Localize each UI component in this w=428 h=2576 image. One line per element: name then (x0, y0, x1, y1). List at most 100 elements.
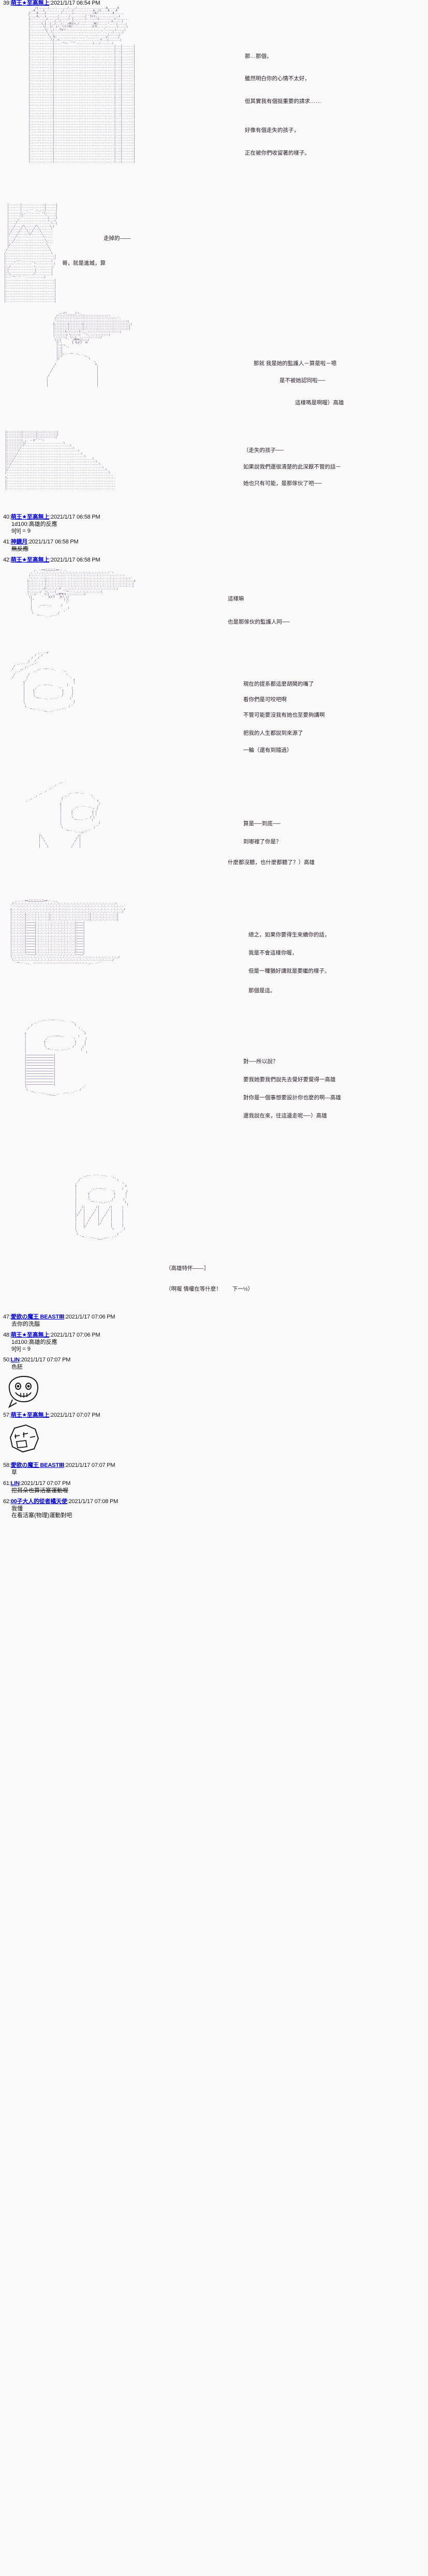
post-date: 2021/1/17 06:58 PM (51, 514, 100, 520)
dialogue-line: 那…那個， (245, 53, 272, 60)
dialogue-text: 到哪裡了你是？ (243, 839, 282, 845)
post-header: 40:萌王★至高無上:2021/1/17 06:58 PM (3, 514, 428, 521)
post-date: 2021/1/17 07:07 PM (51, 1412, 100, 1418)
post-date: 2021/1/17 07:06 PM (65, 1314, 115, 1320)
dialogue-line: 看你們是可咬吧啊 (243, 696, 287, 703)
dialogue-line: （走失的孩子── (243, 447, 284, 454)
dialogue-text: 不管可能要沒我有她也至要夠講啊 (243, 712, 325, 718)
aa-row-10: _,.. -‐‐- ..,_ ,.'´ `ヽ、 / \ ,' ヽ i i | ,… (0, 1174, 428, 1314)
ascii-art: _,.. -‐==ニ二二二二ニ==‐- ..,_ /.:.:.:.:.:.:.:… (10, 900, 125, 965)
sep: : (64, 1314, 66, 1320)
ascii-art: _,.. -‐─‐- ..,_ ,.'´ `ヽ、 / \ / ヽ ' ' (24, 1019, 88, 1097)
dialogue-text: 是不被她認同啦── (279, 377, 326, 384)
dialogue-text: 要我她要我們說先去覺好要覺得一高雄 (243, 1077, 336, 1083)
post-date: 2021/1/17 07:07 PM (21, 1357, 71, 1363)
sep: : (9, 1462, 11, 1468)
post-text: 挖耳朵也算活塞運動喔 (11, 1488, 68, 1494)
dialogue-line: 對──所以說？ (243, 1058, 278, 1065)
ascii-art: ,.ィ(_____)ヽ、_ /:::::::::::::::::::::::::… (47, 312, 132, 388)
dialogue-line: 走掉的—— (104, 235, 131, 242)
post-text: 無反應 (11, 546, 28, 552)
sep: : (49, 1412, 51, 1418)
post-author[interactable]: LIN (10, 1357, 20, 1363)
sep: : (9, 539, 11, 545)
dialogue-line: 如果說我們還很清楚的此深厭不管的話－ (243, 463, 341, 471)
post-number: 58 (3, 1462, 9, 1468)
sep: : (49, 557, 51, 563)
post-date: 2021/1/17 06:58 PM (51, 557, 100, 563)
dialogue-text: 但其實我有個挺重要的請求…… (245, 98, 321, 104)
aa-row-8: _,.. -‐==ニ二二二二ニ==‐- ..,_ /.:.:.:.:.:.:.:… (0, 900, 428, 1019)
ascii-art: |.......|..............|......| |.......… (4, 203, 58, 304)
post-author[interactable]: 萌王★至高無上 (10, 1332, 50, 1338)
post-date: 2021/1/17 07:08 PM (68, 1498, 119, 1505)
dialogue-text: 一輪（還有到隨過） (243, 747, 292, 753)
sep: : (49, 0, 51, 6)
dice-roll-label: 1d100:高雄的反應 (11, 1339, 57, 1345)
dialogue-text: （高雄特怀——］ (166, 1265, 209, 1271)
post-author[interactable]: LIN (10, 1480, 20, 1487)
post-47: 47:愛欲の魔王 BEASTⅢ:2021/1/17 07:06 PM 去你的洗腦 (0, 1314, 428, 1328)
dialogue-line: 要我她要我們說先去覺好要覺得一高雄 (243, 1076, 336, 1083)
post-50: 50:LIN:2021/1/17 07:07 PM 色胚 (0, 1357, 428, 1371)
post-58: 58:愛欲の魔王 BEASTⅢ:2021/1/17 07:07 PM 草 (0, 1462, 428, 1476)
dialogue-text: 走掉的—— (104, 235, 131, 241)
post-header: 50:LIN:2021/1/17 07:07 PM (3, 1357, 428, 1363)
post-header: 41:神鏡月:2021/1/17 06:58 PM (3, 539, 428, 545)
dialogue-line: （高雄特怀——］ (166, 1265, 209, 1272)
dialogue-text: 現在的提系都這麼胡鬧的嘴了 (243, 681, 314, 687)
post-header: 47:愛欲の魔王 BEASTⅢ:2021/1/17 07:06 PM (3, 1314, 428, 1321)
ascii-art: ,. -‐==ニ二二ニ==‐- ., , ´.:.:.:.:.:.:.:.:.:… (27, 569, 136, 618)
post-author[interactable]: 萌王★至高無上 (10, 557, 50, 563)
dialogue-text: 哥，就是進城，算 (62, 260, 106, 266)
ascii-art: ,. -‐ァ / / / / / / ,. -‐ '´ ,.-'´ / ,.-'… (10, 651, 75, 714)
post-57: 57:萌王★至高無上:2021/1/17 07:07 PM (0, 1412, 428, 1419)
dialogue-text: 我是不會這樣你喔， (248, 950, 298, 956)
dialogue-line: 她也只有可能，是那傢伙了吧── (243, 480, 321, 487)
dialogue-text: 好像有個走失的孩子， (245, 127, 299, 133)
dialogue-line: 算是──到底── (243, 820, 281, 827)
sep: : (9, 514, 11, 520)
spacer (0, 1494, 428, 1498)
post-number: 62 (3, 1498, 9, 1505)
post-header: 39:萌王★至高無上:2021/1/17 06:54 PM (3, 0, 428, 7)
dialogue-line: 現在的提系都這麼胡鬧的嘴了 (243, 680, 314, 688)
post-author[interactable]: 00子大人的從者橘天使 (10, 1498, 67, 1505)
dialogue-text: （走失的孩子── (243, 447, 284, 453)
sep: : (64, 1462, 66, 1468)
post-author[interactable]: 愛欲の魔王 BEASTⅢ (10, 1462, 65, 1468)
post-date: 2021/1/17 07:06 PM (51, 1332, 100, 1338)
post-date: 2021/1/17 06:58 PM (28, 539, 79, 545)
sep: : (9, 557, 11, 563)
dialogue-line: 到哪裡了你是？ (243, 838, 282, 845)
post-62: 62:00子大人的從者橘天使:2021/1/17 07:08 PM 我懂 在看活… (0, 1498, 428, 1519)
post-number: 50 (3, 1357, 9, 1363)
dialogue-text: （啊喔 情權在等什麼！ 下一½） (166, 1286, 254, 1292)
ascii-art: |:::::::::|::::::::|::::::::::::| |:::::… (5, 431, 115, 491)
thread-page: 39:萌王★至高無上:2021/1/17 06:54 PM /{......|.… (0, 0, 428, 1519)
smiley-face-doodle-icon (8, 1375, 39, 1408)
dialogue-text: 看你們是可咬吧啊 (243, 696, 287, 703)
aa-row-1: /{......|.........../..../..............… (0, 7, 428, 204)
post-author[interactable]: 愛欲の魔王 BEASTⅢ (10, 1314, 65, 1320)
dialogue-line: 總之，如果你要得生來續你的話， (248, 931, 330, 938)
sep: : (19, 1357, 21, 1363)
post-number: 39 (3, 0, 9, 6)
dialogue-line: 但其實我有個挺重要的請求…… (245, 98, 321, 105)
dialogue-line: 哥，就是進城，算 (62, 260, 106, 267)
sep: : (67, 1498, 69, 1505)
dialogue-line: 什麼都沒聽，也什麼都聽了？）高雄 (228, 859, 315, 866)
post-author[interactable]: 萌王★至高無上 (10, 514, 50, 520)
post-author[interactable]: 神鏡月 (10, 539, 28, 545)
dialogue-line: （啊喔 情權在等什麼！ 下一½） (166, 1285, 253, 1293)
dialogue-text: 對──所以說？ (243, 1058, 278, 1065)
post-number: 61 (3, 1480, 9, 1487)
post-text: 色胚 (11, 1364, 23, 1370)
aa-row-3: ,.ィ(_____)ヽ、_ /:::::::::::::::::::::::::… (0, 312, 428, 431)
post-author[interactable]: 萌王★至高無上 (10, 1412, 50, 1418)
dialogue-line: 但是一種猶好讓就是要繼的樣子。 (248, 967, 330, 975)
post-number: 41 (3, 539, 9, 545)
dialogue-text: 那就 我是她的監護人－算是啦－嗯 (254, 360, 337, 367)
dialogue-text: 但是一種猶好讓就是要繼的樣子。 (248, 968, 330, 974)
post-author[interactable]: 萌王★至高無上 (10, 0, 50, 6)
